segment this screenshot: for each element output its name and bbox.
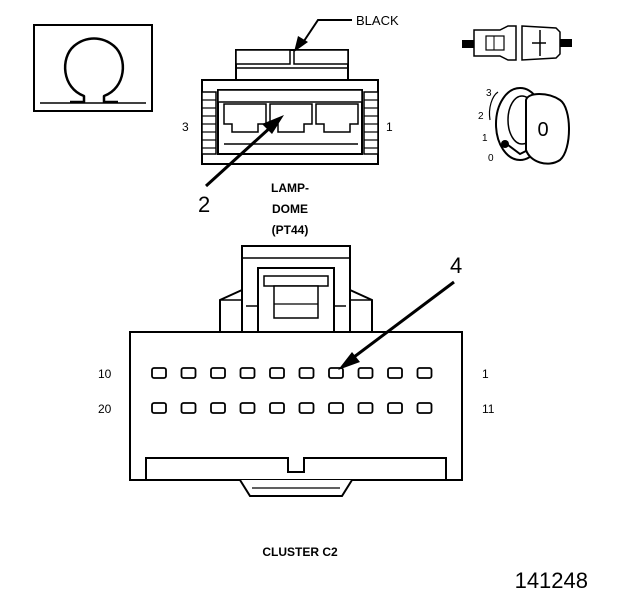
lamp-title-line-1: LAMP-: [271, 181, 309, 195]
pin-cavity: [357, 402, 374, 414]
cluster-row1-right-label: 1: [482, 367, 489, 381]
pin-cavity: [269, 402, 285, 414]
pin-cavity: [151, 402, 167, 414]
callout-label-2: 2: [198, 192, 210, 217]
lamp-pin-left-label: 3: [182, 120, 189, 134]
cluster-row2-right-label: 11: [482, 402, 495, 416]
pin-cavity: [210, 402, 226, 414]
pin-cavity: [239, 402, 256, 414]
cluster-title: CLUSTER C2: [262, 545, 338, 559]
pin-cavity: [298, 367, 315, 379]
pin-cavity: [269, 367, 285, 379]
pin-cavity: [416, 402, 433, 414]
ignition-position-1: 1: [482, 133, 488, 144]
pin-cavity: [180, 402, 197, 414]
ignition-position-3: 3: [486, 88, 492, 99]
callout-arrow-4: [338, 280, 455, 370]
figure-id: 141248: [515, 568, 588, 593]
cluster-row1-left-label: 10: [98, 367, 112, 381]
cluster-c2-connector: [129, 245, 463, 497]
pin-cavity: [239, 367, 256, 379]
pin-cavity: [328, 402, 344, 414]
pin-cavity: [416, 367, 433, 379]
lamp-dome-connector: [201, 49, 379, 165]
pin-cavity: [357, 367, 374, 379]
cluster-row2-left-label: 20: [98, 402, 112, 416]
ohm-symbol-icon: [33, 24, 153, 112]
connector-color-label: BLACK: [356, 13, 399, 28]
pin-cavity: [151, 367, 167, 379]
ignition-position-0: 0: [488, 153, 494, 164]
lamp-title-line-2: DOME: [272, 202, 308, 216]
ignition-key-label: 0: [537, 119, 548, 141]
pin-cavity: [210, 367, 226, 379]
ignition-key-icon: [488, 87, 570, 165]
pin-cavity: [328, 367, 344, 379]
callout-arrow-2: [204, 115, 284, 188]
pin-cavity: [180, 367, 197, 379]
lamp-title-line-3: (PT44): [272, 223, 309, 237]
connector-mating-icon: [462, 25, 572, 61]
pin-cavity: [298, 402, 315, 414]
pin-cavity: [387, 402, 403, 414]
ignition-position-2: 2: [478, 111, 484, 122]
color-label-leader: [294, 19, 352, 52]
callout-label-4: 4: [450, 253, 462, 278]
cluster-c2-pin-field: [151, 367, 433, 414]
lamp-pin-right-label: 1: [386, 120, 393, 134]
pin-cavity: [387, 367, 403, 379]
